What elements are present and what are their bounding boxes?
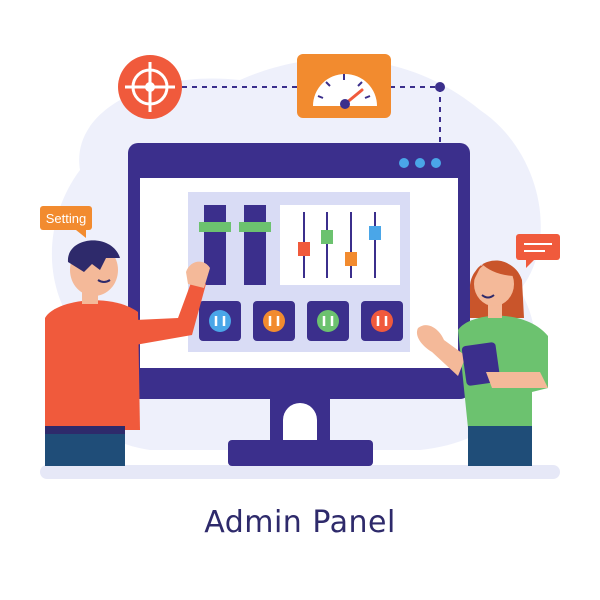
target-icon xyxy=(118,55,182,119)
setting-label: Setting xyxy=(46,211,86,226)
power-button-icon xyxy=(307,301,349,341)
power-button-icon xyxy=(253,301,295,341)
power-button-icon xyxy=(199,301,241,341)
fader xyxy=(199,205,271,285)
woman-figure xyxy=(416,260,548,466)
ground xyxy=(40,465,560,479)
caption-title: Admin Panel xyxy=(204,505,396,540)
man-figure xyxy=(45,240,210,466)
control-panel xyxy=(188,192,410,352)
equalizer xyxy=(280,205,400,285)
connector-dot xyxy=(435,82,445,92)
setting-bubble: Setting xyxy=(40,206,92,238)
chat-bubble-icon xyxy=(516,234,560,268)
speedometer-icon xyxy=(297,54,391,118)
power-button-icon xyxy=(361,301,403,341)
